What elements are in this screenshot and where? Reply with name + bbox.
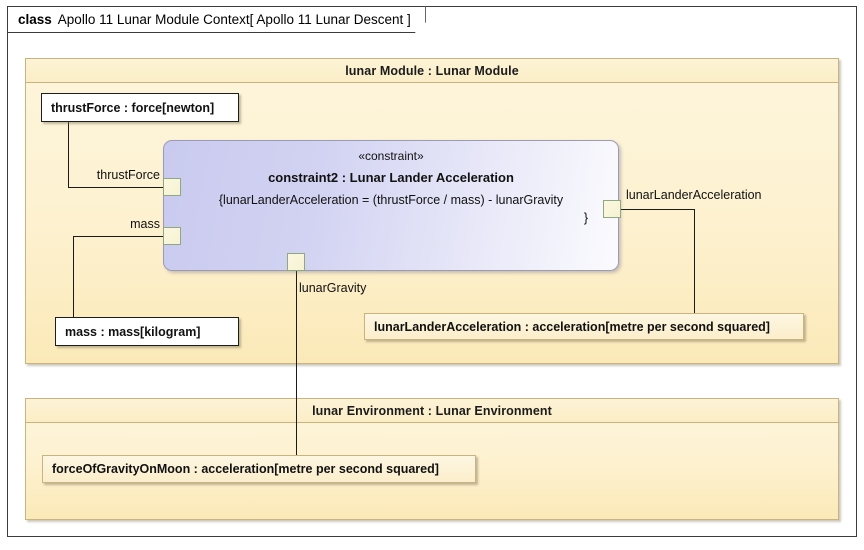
frame-parameter: [ Apollo 11 Lunar Descent ] [249,12,411,27]
connector-mass-horizontal [73,236,164,238]
port-thrustforce[interactable] [163,178,181,196]
value-property-lunarlanderacceleration-label: lunarLanderAcceleration : acceleration[m… [374,319,770,334]
connector-thrustforce-vertical [68,122,70,188]
port-lunarlanderacceleration[interactable] [603,200,621,218]
constraint-stereotype: «constraint» [358,149,424,163]
label-lunargravity: lunarGravity [299,281,367,295]
diagram-frame-header: class Apollo 11 Lunar Module Context [ A… [7,6,426,33]
connector-thrustforce-horizontal [68,187,164,189]
frame-keyword: class [18,12,52,27]
constraint-equation: {lunarLanderAcceleration = (thrustForce … [164,191,618,227]
constraint-equation-close: } [583,211,588,226]
part-lunar-module-title: lunar Module : Lunar Module [26,59,838,83]
value-property-forceofgravityonmoon-label: forceOfGravityOnMoon : acceleration[metr… [52,462,439,476]
value-property-forceofgravityonmoon[interactable]: forceOfGravityOnMoon : acceleration[metr… [42,455,476,483]
port-mass[interactable] [163,227,181,245]
value-property-lunarlanderacceleration[interactable]: lunarLanderAcceleration : acceleration[m… [364,313,804,340]
label-mass: mass [130,217,160,231]
connector-mass-vertical [73,236,75,318]
value-property-mass[interactable]: mass : mass[kilogram] [55,317,239,346]
value-property-mass-label: mass : mass[kilogram] [65,324,201,339]
value-property-thrustforce-label: thrustForce : force[newton] [51,100,215,115]
constraint-block-constraint2[interactable]: «constraint» constraint2 : Lunar Lander … [163,140,619,271]
part-lunar-environment[interactable]: lunar Environment : Lunar Environment [25,398,839,520]
label-thrustforce: thrustForce [96,168,160,182]
value-property-thrustforce[interactable]: thrustForce : force[newton] [41,93,239,122]
frame-name: Apollo 11 Lunar Module Context [57,12,250,27]
connector-lunargravity-vertical [296,270,298,466]
label-lunarlanderacceleration: lunarLanderAcceleration [626,188,762,202]
part-lunar-environment-title: lunar Environment : Lunar Environment [26,399,838,423]
constraint-equation-text: {lunarLanderAcceleration = (thrustForce … [218,193,564,207]
connector-acceleration-horizontal [620,209,695,211]
constraint-name: constraint2 : Lunar Lander Acceleration [268,170,514,185]
port-lunargravity[interactable] [287,253,305,271]
connector-acceleration-vertical [694,209,696,313]
